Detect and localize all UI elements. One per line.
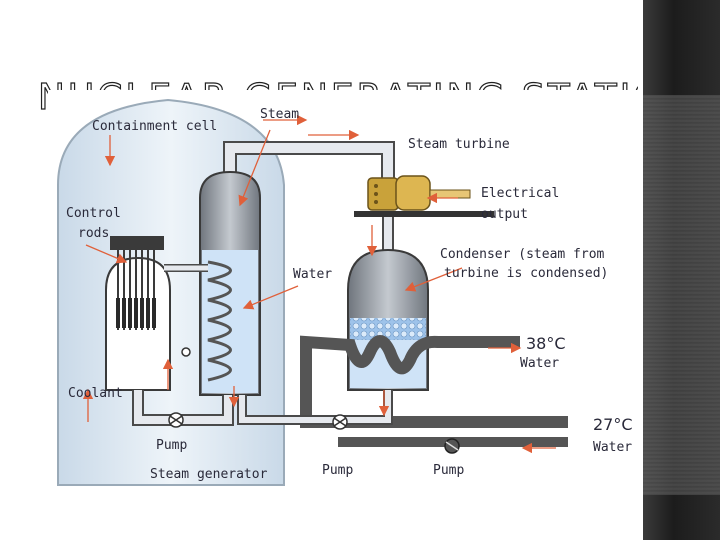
cooling-water-pipe (300, 335, 568, 428)
pump-reactor-loop (168, 412, 184, 428)
label-electrical-output-2: output (481, 207, 528, 222)
label-pump-middle: Pump (322, 463, 354, 478)
label-steam-turbine: Steam turbine (408, 137, 510, 152)
pump-cooling (444, 438, 460, 454)
turbine-stand (354, 211, 494, 217)
label-control-rods-2: rods (78, 226, 110, 241)
label-steam: Steam (260, 107, 300, 122)
side-decoration-bar (643, 0, 720, 540)
label-cold-water-temperature: 27°C (593, 415, 633, 434)
label-hot-water: Water (520, 356, 560, 371)
label-hot-water-temperature: 38°C (526, 334, 566, 353)
heat-exchange-coil (207, 260, 232, 382)
label-condenser-2: turbine is condensed) (444, 266, 609, 281)
label-cold-water: Water (593, 440, 633, 455)
label-pump-reactor: Pump (156, 438, 188, 453)
pump-feed (332, 414, 348, 430)
side-strip (643, 95, 720, 495)
control-rod-head (110, 236, 164, 250)
label-control-rods-1: Control (66, 206, 121, 221)
callout-arrows (82, 114, 556, 454)
label-pump-right: Pump (433, 463, 465, 478)
fuel-rods (116, 298, 156, 328)
diagram-drawing (57, 98, 568, 486)
label-electrical-output-1: Electrical (481, 186, 560, 201)
label-steam-generator: Steam generator (150, 467, 268, 482)
nuclear-plant-diagram: Containment cell Steam Steam turbine Ele… (48, 90, 643, 495)
label-condenser-1: Condenser (steam from (440, 247, 605, 262)
label-coolant: Coolant (68, 386, 123, 401)
label-water-generator: Water (293, 267, 333, 282)
label-containment-cell: Containment cell (92, 119, 218, 134)
steam-turbine (367, 177, 399, 211)
